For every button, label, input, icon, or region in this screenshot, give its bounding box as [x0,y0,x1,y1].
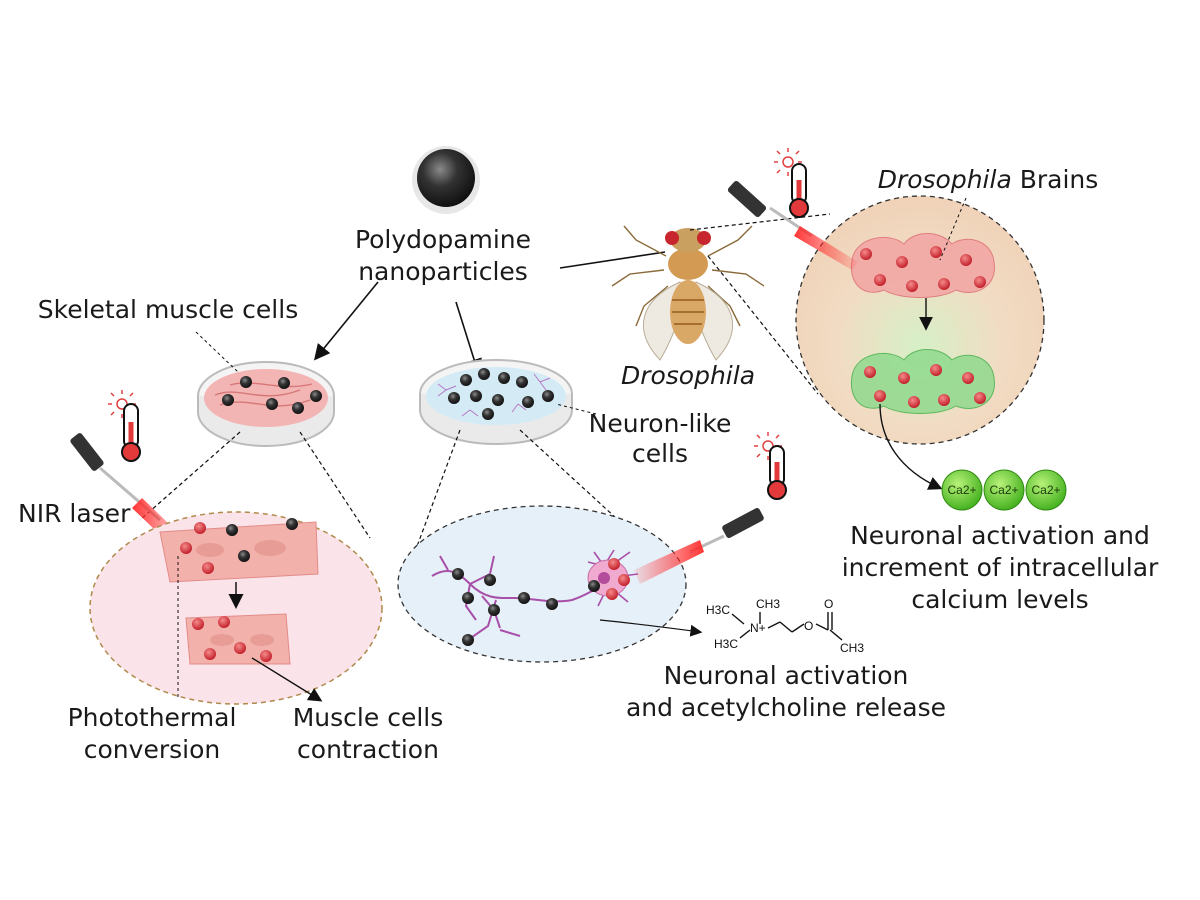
calcium-label-line3: calcium levels [911,585,1088,614]
neuron-like-label-line1: Neuron-like [589,409,732,438]
contraction-label-line2: contraction [297,735,439,764]
acetylcholine-atom: H3C [706,603,730,617]
calcium-ion-label: Ca2+ [1031,483,1060,497]
nir-laser-probe-brain [727,180,858,270]
photothermal-label-line2: conversion [84,735,220,764]
nanoparticle-illustration [412,146,480,214]
nir-laser-probe-neuron [634,508,764,584]
acetylcholine-atom: O [824,597,833,611]
brains-label: Drosophila Brains [878,165,1099,194]
arrow-to-muscle-dish [313,281,379,361]
thermometer-icon-brain [774,148,809,218]
neuron-cell-body [587,549,639,607]
muscle-zoom-panel [89,511,383,705]
brains-label-italic: Drosophila [878,165,1012,194]
ach-label-line1: Neuronal activation [664,661,909,690]
acetylcholine-atom: CH3 [840,641,864,655]
skeletal-muscle-label: Skeletal muscle cells [38,295,298,324]
neuron-like-label-line2: cells [632,439,688,468]
photothermal-label-line1: Photothermal [68,703,237,732]
thermometer-icon [108,390,141,462]
calcium-ion-label: Ca2+ [947,483,976,497]
acetylcholine-atom: H3C [714,637,738,651]
ach-label-line2: and acetylcholine release [626,693,946,722]
drosophila-fly-illustration [611,225,765,361]
acetylcholine-structure: H3C H3C CH3 N+ O O CH3 [706,597,864,655]
neuron-cell-dish [419,359,573,445]
neuron-zoom-panel [397,505,687,663]
drosophila-brain-zoom [795,195,1045,445]
acetylcholine-atom: O [804,619,813,633]
contraction-label-line1: Muscle cells [293,703,444,732]
calcium-ion-label: Ca2+ [989,483,1018,497]
skeletal-label-pointer [195,331,239,373]
calcium-label-line1: Neuronal activation and [850,521,1150,550]
acetylcholine-atom: CH3 [756,597,780,611]
calcium-label-line2: increment of intracellular [842,553,1159,582]
pointer-to-fly [559,251,666,269]
nir-laser-label: NIR laser [18,499,131,528]
brains-label-rest: Brains [1012,165,1099,194]
thermometer-icon-neuron [754,432,787,500]
drosophila-label: Drosophila [621,361,755,390]
acetylcholine-atom: N+ [750,621,766,635]
nanoparticles-label-line2: nanoparticles [358,257,528,286]
muscle-cell-dish [197,361,335,447]
calcium-ions: Ca2+ Ca2+ Ca2+ [941,469,1067,511]
nanoparticles-label-line1: Polydopamine [355,225,531,254]
